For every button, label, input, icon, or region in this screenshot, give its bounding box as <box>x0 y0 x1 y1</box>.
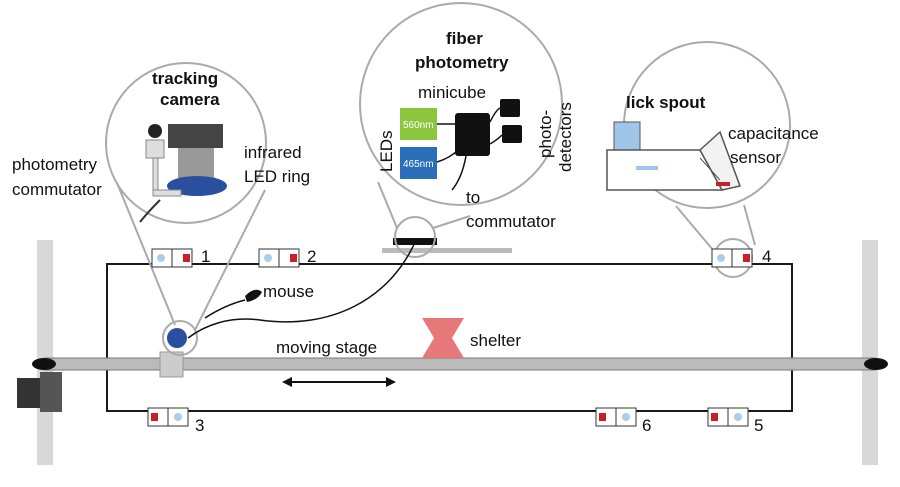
port-label-1: 1 <box>201 247 210 266</box>
port-5 <box>707 407 749 427</box>
capacitance-sensor-pad <box>716 182 730 186</box>
fiber-callout-line-right <box>432 215 471 229</box>
fiber-callout-line-left <box>377 181 398 229</box>
port-label-2: 2 <box>307 247 316 266</box>
detector-cable-bottom <box>489 134 503 145</box>
photodetector-bottom <box>502 125 522 143</box>
led-465-box <box>400 147 437 179</box>
moving-stage-label: moving stage <box>276 338 377 357</box>
rail-end-right <box>864 358 888 370</box>
led-465-label: 465nm <box>403 159 434 170</box>
camera-callout-line-left <box>114 177 176 326</box>
capacitance-1: capacitance <box>728 124 819 143</box>
infrared-2: LED ring <box>244 167 310 186</box>
port-4 <box>711 248 753 268</box>
camera-body <box>168 124 223 148</box>
mouse-tail <box>204 299 246 319</box>
lick-spout-title: lick spout <box>626 93 706 112</box>
spout-panel-side <box>699 130 742 191</box>
top-rail <box>382 248 512 253</box>
infrared-led-ring-icon <box>167 176 227 196</box>
mouse-label: mouse <box>263 282 314 301</box>
to-commutator-1: to <box>466 188 480 207</box>
camera-zoom-circle <box>162 320 198 356</box>
right-post <box>862 240 878 465</box>
port-1 <box>151 248 193 268</box>
arrow-head-left <box>282 377 292 387</box>
shelter-label: shelter <box>470 331 521 350</box>
arrow-head-right <box>386 377 396 387</box>
commutator-bracket <box>152 189 182 197</box>
left-post <box>37 240 53 465</box>
tracking-title-1: tracking <box>152 69 218 88</box>
camera-callout-line-right <box>194 189 266 331</box>
spout-callout-line-left <box>675 205 714 251</box>
photodetector-top <box>500 99 520 117</box>
minicube-box <box>455 113 490 156</box>
port-2 <box>258 248 300 268</box>
fiber-title-1: fiber <box>446 29 483 48</box>
minicube-label: minicube <box>418 83 486 102</box>
led-465-cable <box>436 149 459 163</box>
mouse-icon <box>245 289 262 302</box>
water-bottle <box>613 121 641 153</box>
photodetectors-1: photo- <box>536 110 555 158</box>
commutator-cable <box>139 199 161 223</box>
detector-cable-top <box>489 107 501 123</box>
tracking-title-2: camera <box>160 90 220 109</box>
motor-block-shade <box>40 372 62 412</box>
rail-end-left <box>32 358 56 370</box>
infrared-1: infrared <box>244 143 302 162</box>
photodetectors-2: detectors <box>556 102 575 172</box>
port-label-4: 4 <box>762 247 771 266</box>
photometry-commutator-1: photometry <box>12 155 98 174</box>
port-label-3: 3 <box>195 416 204 435</box>
commutator-knob-icon <box>148 124 162 138</box>
port-3 <box>147 407 189 427</box>
fiber-zoom-circle <box>394 216 436 258</box>
fiber-title-2: photometry <box>415 53 509 72</box>
capacitance-2: sensor <box>730 148 781 167</box>
led-560-label: 560nm <box>403 120 434 131</box>
capacitance-pointer <box>699 157 721 181</box>
fiber-cable <box>187 239 417 339</box>
to-commutator-2: commutator <box>466 212 556 231</box>
port-label-5: 5 <box>754 416 763 435</box>
commutator-body <box>145 139 165 159</box>
led-560-box <box>400 108 437 140</box>
arena <box>106 263 793 412</box>
photometry-commutator-2: commutator <box>12 180 102 199</box>
shelter-shape <box>422 318 464 358</box>
commutator-cable-out <box>451 155 467 191</box>
port-6 <box>595 407 637 427</box>
spout-tube <box>636 166 658 170</box>
spout-callout-line-right <box>743 204 756 246</box>
leds-label: LEDs <box>377 130 396 172</box>
motor-block <box>17 378 44 408</box>
camera-lens <box>178 148 214 178</box>
tracking-camera-icon <box>167 328 187 348</box>
port-label-6: 6 <box>642 416 651 435</box>
